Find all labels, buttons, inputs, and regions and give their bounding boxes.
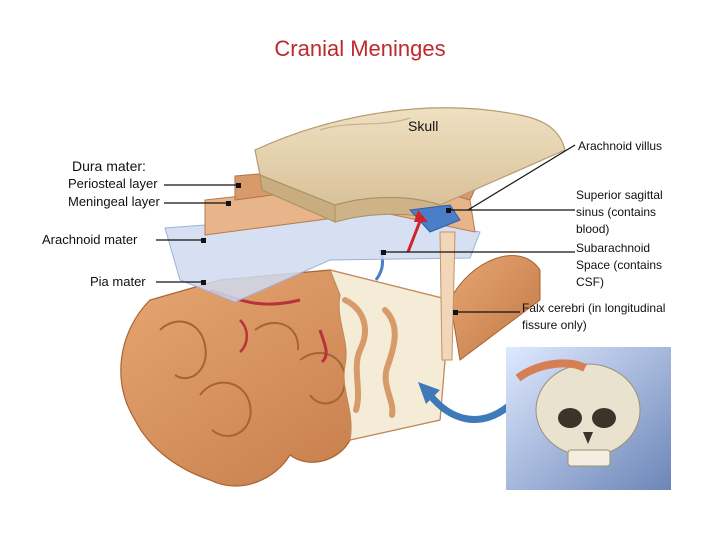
label-superior-sagittal-sinus: Superior sagittal sinus (contains blood) (576, 187, 663, 238)
skull-layer (254, 107, 566, 223)
label-line: Space (contains (576, 258, 663, 272)
label-skull: Skull (408, 118, 439, 134)
label-arachnoid-mater: Arachnoid mater (42, 232, 138, 247)
label-line: blood) (576, 222, 610, 236)
label-line: CSF) (576, 275, 604, 289)
label-falx-cerebri: Falx cerebri (in longitudinal fissure on… (522, 300, 665, 334)
label-meningeal-layer: Meningeal layer (68, 194, 160, 209)
curved-arrow-icon (418, 382, 514, 423)
skull-inset-image (506, 347, 671, 490)
falx-cerebri (439, 231, 456, 361)
label-periosteal-layer: Periosteal layer (68, 176, 158, 191)
label-dura-mater: Dura mater: (72, 158, 146, 174)
brain-cortex (120, 255, 541, 487)
leader-lines (156, 144, 576, 313)
label-pia-mater: Pia mater (90, 274, 146, 289)
label-line: Falx cerebri (in longitudinal (522, 301, 666, 315)
label-line: Superior sagittal (576, 188, 663, 202)
leader-dots (201, 183, 458, 315)
label-line: Subarachnoid (576, 241, 651, 255)
page-title: Cranial Meninges (274, 36, 446, 61)
label-line: sinus (contains (576, 205, 657, 219)
label-subarachnoid-space: Subarachnoid Space (contains CSF) (576, 240, 662, 291)
flow-arrow-icon (406, 210, 428, 253)
label-arachnoid-villus: Arachnoid villus (578, 139, 663, 153)
label-line: fissure only) (522, 318, 587, 332)
